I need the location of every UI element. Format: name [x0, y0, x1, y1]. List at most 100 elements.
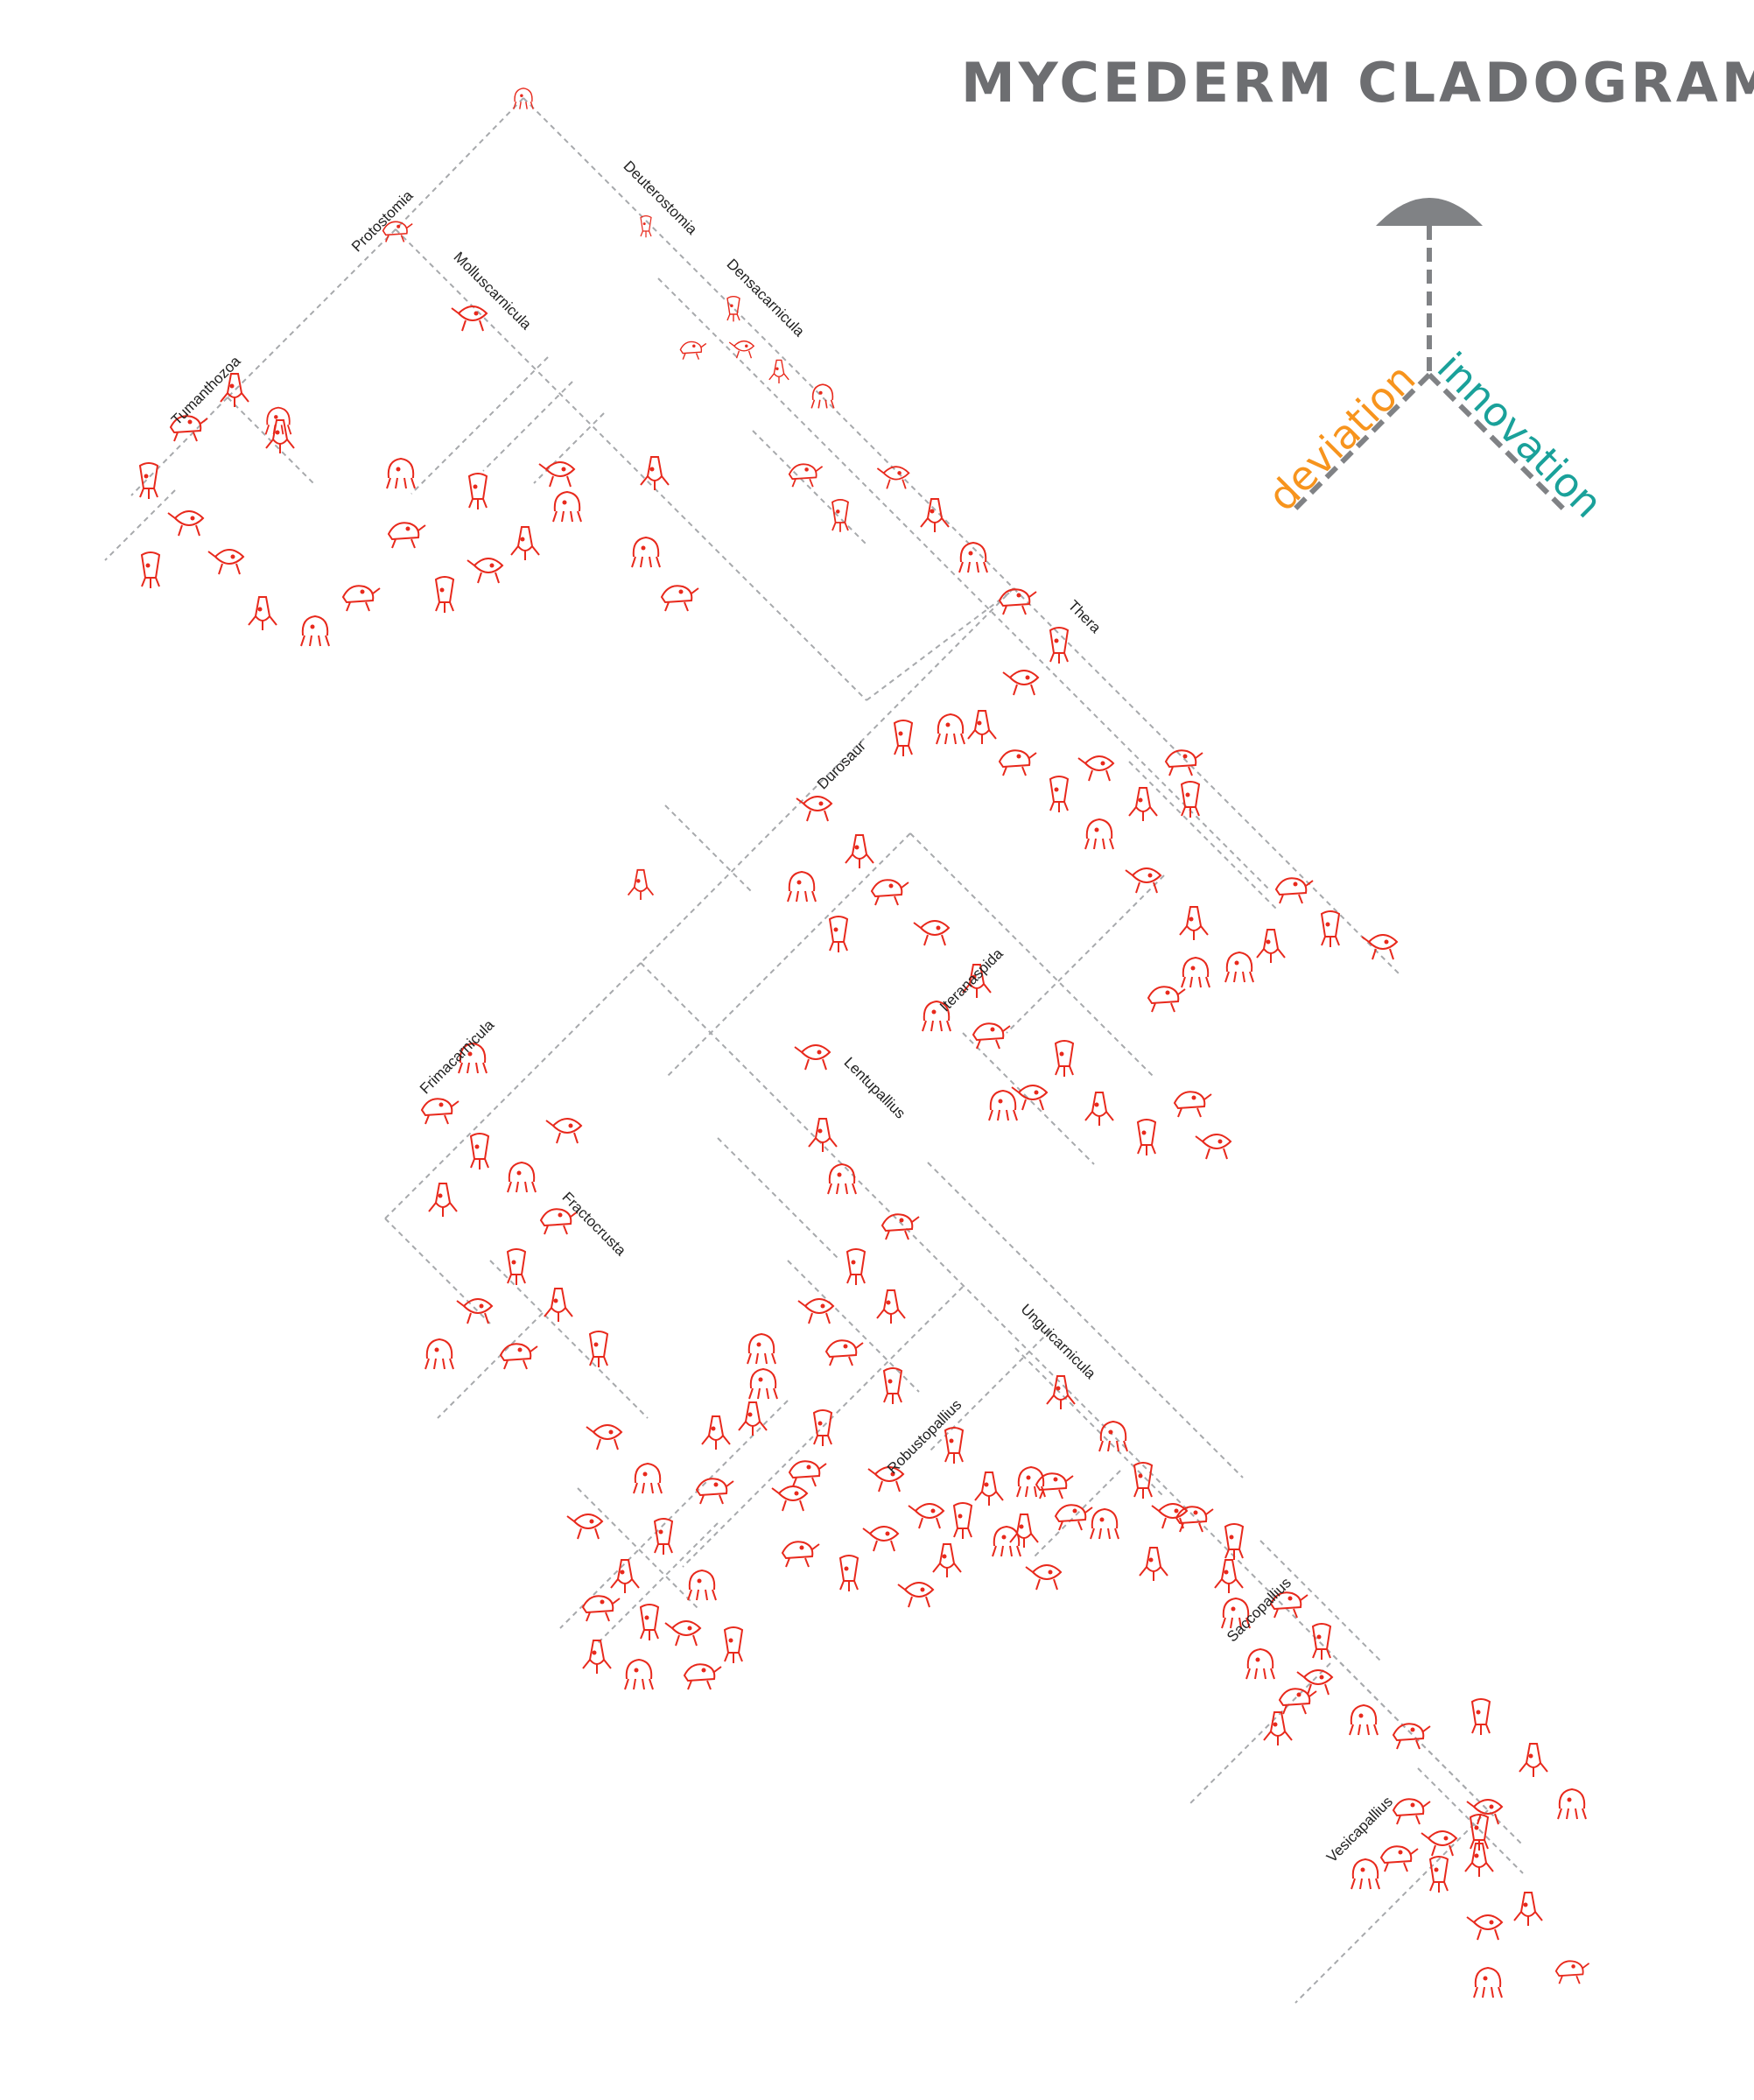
creature-icon: [451, 306, 488, 332]
creature-icon: [624, 1658, 654, 1690]
creature-icon: [552, 490, 582, 523]
creature-icon: [420, 1098, 460, 1125]
creature-icon: [922, 1000, 951, 1032]
creature-icon: [1180, 781, 1201, 818]
creature-icon: [1554, 1960, 1590, 1984]
key-deviation-branch: [1291, 372, 1432, 513]
creature-icon: [920, 498, 950, 532]
creature-icon: [683, 1663, 722, 1690]
creature-icon: [1098, 1420, 1128, 1452]
creature-icon: [1557, 1787, 1587, 1820]
creature-icon: [506, 1248, 527, 1285]
creature-icon: [1296, 1669, 1334, 1696]
branch-line: [682, 1286, 964, 1568]
creature-icon: [1351, 1858, 1380, 1890]
creature-icon: [1181, 956, 1210, 988]
creature-icon: [1133, 1462, 1154, 1499]
creature-icon: [788, 1460, 827, 1487]
creature-icon: [265, 419, 295, 453]
branch-line: [717, 1137, 841, 1261]
creature-icon: [1256, 929, 1286, 963]
creature-icon: [1046, 1375, 1076, 1409]
creature-icon: [812, 1409, 833, 1446]
creature-icon: [913, 920, 951, 946]
creature-icon: [824, 1339, 864, 1366]
creature-icon: [169, 415, 208, 442]
creature-icon: [1077, 755, 1115, 782]
creature-icon: [138, 462, 159, 499]
branch-line: [909, 832, 1156, 1079]
creature-icon: [424, 1338, 454, 1370]
creature-icon: [513, 88, 534, 109]
creature-icon: [467, 473, 488, 509]
creature-icon: [1349, 1703, 1379, 1736]
branch-line: [1294, 1809, 1489, 2004]
creature-icon: [469, 1133, 490, 1169]
branch-line: [962, 1032, 1095, 1165]
branch-line: [410, 356, 549, 495]
creature-icon: [828, 916, 849, 952]
creature-icon: [588, 1331, 609, 1367]
creature-icon: [992, 1525, 1021, 1557]
creature-icon: [972, 1022, 1011, 1050]
creature-icon: [582, 1640, 612, 1674]
branch-line: [395, 97, 524, 230]
creature-icon: [1049, 776, 1070, 812]
creature-icon: [167, 510, 205, 537]
branch-line: [664, 804, 754, 894]
creature-icon: [974, 1471, 1004, 1506]
creature-icon: [1173, 1091, 1212, 1118]
creature-icon: [881, 1213, 920, 1240]
creature-icon: [544, 1288, 573, 1322]
creature-icon: [248, 596, 277, 630]
creature-icon: [1009, 1514, 1039, 1548]
creature-icon: [781, 1541, 820, 1568]
creature-icon: [738, 1401, 768, 1436]
creature-icon: [897, 1582, 935, 1608]
creature-icon: [220, 373, 249, 407]
branch-line: [395, 228, 867, 701]
creature-icon: [728, 340, 755, 359]
creature-icon: [507, 1161, 537, 1193]
creature-icon: [810, 383, 835, 409]
creature-icon: [797, 1298, 835, 1324]
creature-icon: [794, 1044, 831, 1071]
creature-icon: [428, 1183, 458, 1217]
creature-icon: [539, 1208, 579, 1235]
creature-icon: [748, 1367, 778, 1400]
creature-icon: [771, 1485, 809, 1512]
creature-icon: [1473, 1966, 1503, 1998]
creature-icon: [1049, 627, 1070, 664]
creature-icon: [1125, 867, 1162, 894]
creature-icon: [1519, 1743, 1548, 1777]
key-dome-icon: [1376, 198, 1483, 226]
creature-icon: [1464, 1843, 1494, 1877]
creature-icon: [538, 461, 576, 488]
creature-icon: [838, 1555, 859, 1591]
creature-icon: [1421, 1830, 1458, 1857]
creature-icon: [1035, 1472, 1074, 1499]
creature-icon: [1002, 670, 1040, 696]
creature-icon: [726, 296, 740, 322]
creature-icon: [936, 713, 965, 745]
creature-glyphs: [138, 88, 1590, 1998]
branch-line: [1128, 761, 1279, 911]
creature-icon: [660, 585, 699, 612]
creature-icon: [876, 466, 910, 489]
creature-icon: [1090, 1507, 1119, 1540]
creature-icon: [1084, 1092, 1114, 1126]
creature-icon: [893, 720, 914, 756]
branch-line: [437, 1312, 544, 1419]
creature-icon: [456, 1298, 494, 1324]
creature-icon: [386, 457, 416, 489]
creature-icon: [1466, 1914, 1504, 1941]
creature-icon: [867, 1466, 905, 1492]
key-innovation-branch: [1427, 372, 1568, 513]
branch-line: [787, 1260, 920, 1393]
creature-icon: [723, 1626, 744, 1663]
creature-icon: [768, 359, 789, 383]
creature-icon: [140, 551, 161, 588]
creature-icon: [747, 1332, 776, 1365]
creature-icon: [1054, 1504, 1093, 1531]
creature-icon: [695, 1478, 734, 1505]
